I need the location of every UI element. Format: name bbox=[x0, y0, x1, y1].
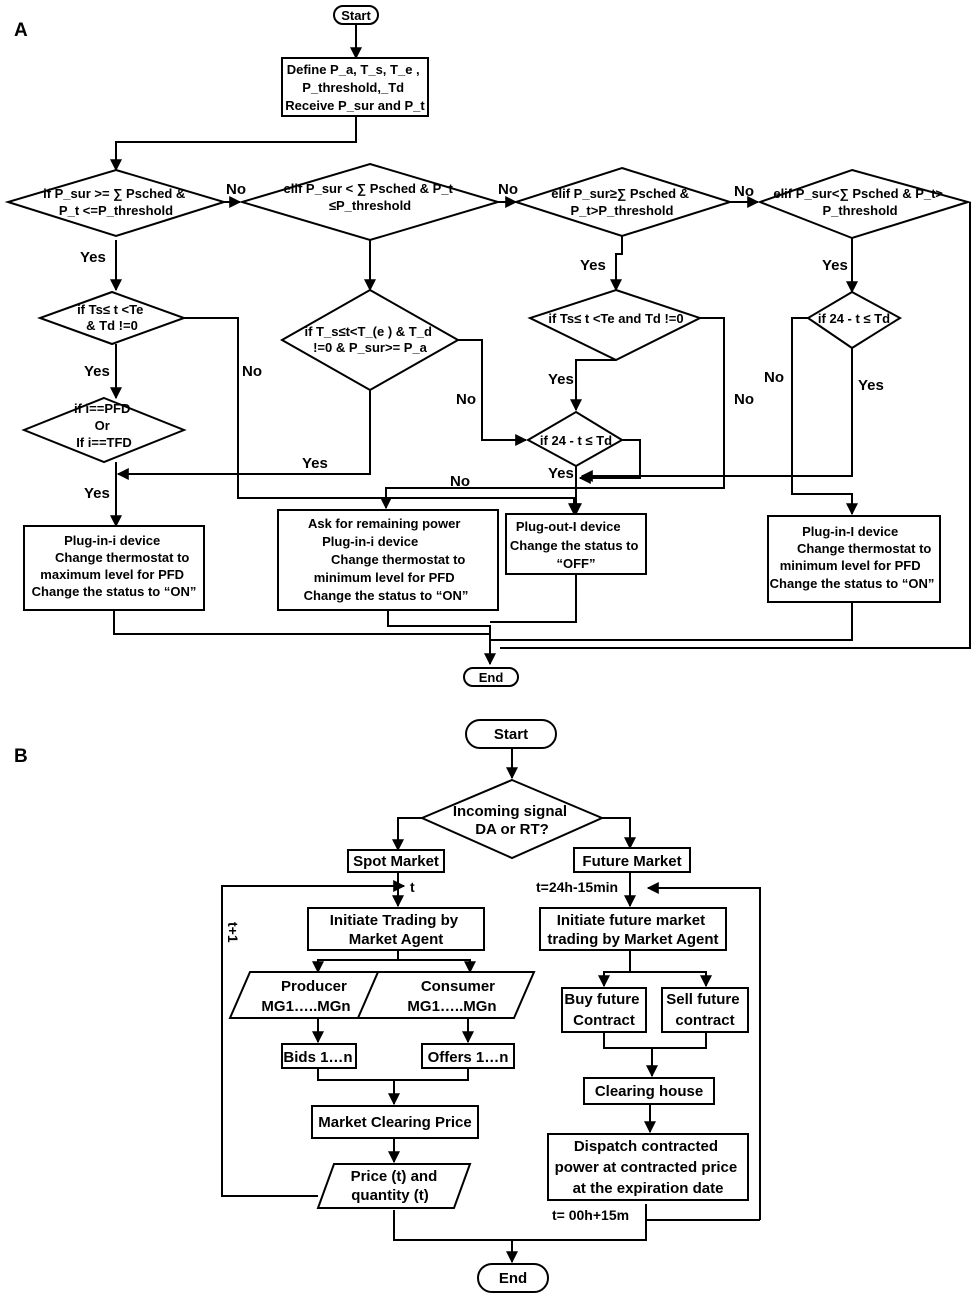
define-parameters-box bbox=[281, 57, 429, 117]
process-ask-remaining-power-text: Ask for remaining power Plug-in-i device… bbox=[304, 516, 469, 603]
process-plug-in-min bbox=[767, 515, 941, 603]
spot-market-box bbox=[347, 849, 445, 873]
process-plug-in-max-text: Plug-in-i device Change thermostat to ma… bbox=[32, 533, 197, 599]
sell-future-contract-box bbox=[661, 987, 749, 1033]
offers-box bbox=[421, 1043, 515, 1069]
decision-time-window-3 bbox=[527, 288, 703, 362]
price-quantity-output bbox=[316, 1163, 472, 1209]
decision-incoming-signal bbox=[419, 778, 605, 860]
initiate-future-trading-box bbox=[539, 907, 727, 951]
decision-deadline-3 bbox=[525, 410, 624, 468]
panel-a-label: A bbox=[14, 20, 28, 41]
producer-input-text: Producer MG1…..MGn bbox=[261, 978, 351, 1015]
b-start-terminal bbox=[465, 719, 557, 749]
panel-a: A bbox=[4, 5, 972, 687]
decision-deficit-high-price bbox=[757, 168, 972, 240]
spot-market-text: Spot Market bbox=[353, 853, 439, 870]
panel-a-edge-labels: No No No Yes Yes Yes Yes Yes Yes Yes Yes… bbox=[80, 181, 884, 502]
edge-label-yes: Yes bbox=[858, 377, 884, 394]
edge-label-yes: Yes bbox=[84, 485, 110, 502]
future-market-box bbox=[573, 847, 691, 873]
clearing-house-text: Clearing house bbox=[595, 1083, 703, 1100]
end-terminal bbox=[463, 667, 519, 687]
panel-b-label: B bbox=[14, 746, 28, 767]
edge-label-yes: Yes bbox=[302, 455, 328, 472]
decision-time-window-2-text: if T_s≤t<T_(e ) & T_d !=0 & P_sur>= P_a bbox=[304, 324, 435, 355]
dispatch-box bbox=[547, 1133, 749, 1201]
edge-label-no: No bbox=[450, 473, 470, 490]
decision-deficit-high-price-text: elif P_sur<∑ Psched & P_t> P_threshold bbox=[773, 186, 946, 218]
decision-deadline-3-text: if 24 - t ≤ Td bbox=[540, 433, 612, 448]
edge-label-no: No bbox=[456, 391, 476, 408]
price-quantity-output-text: Price (t) and quantity (t) bbox=[351, 1168, 442, 1204]
panel-b-connectors bbox=[221, 748, 761, 1264]
decision-surplus-low-price bbox=[4, 168, 228, 238]
decision-device-type-text: if i==PFD Or If i==TFD bbox=[74, 401, 134, 450]
consumer-input bbox=[356, 971, 536, 1019]
decision-time-window-2 bbox=[279, 288, 461, 392]
decision-deadline-4 bbox=[806, 290, 902, 350]
end-text: End bbox=[479, 670, 504, 685]
initiate-trading-text: Initiate Trading by Market Agent bbox=[330, 912, 463, 948]
define-parameters-text: Define P_a, T_s, T_e , P_threshold,_Td R… bbox=[285, 62, 425, 113]
bids-box bbox=[281, 1043, 357, 1069]
b-end-terminal bbox=[477, 1263, 549, 1293]
time-increment-label: t+1 bbox=[225, 922, 241, 943]
offers-text: Offers 1…n bbox=[428, 1049, 509, 1066]
start-text: Start bbox=[341, 8, 371, 23]
buy-future-contract-text: Buy future Contract bbox=[564, 991, 643, 1029]
bids-text: Bids 1…n bbox=[283, 1049, 352, 1066]
clearing-house-box bbox=[583, 1077, 715, 1105]
process-plug-in-min-text: Plug-in-I device Change thermostat to mi… bbox=[770, 524, 935, 591]
dispatch-text: Dispatch contracted power at contracted … bbox=[555, 1138, 742, 1197]
buy-future-contract-box bbox=[561, 987, 647, 1033]
decision-time-window-1 bbox=[37, 290, 187, 346]
edge-label-yes: Yes bbox=[80, 249, 106, 266]
decision-device-type bbox=[21, 396, 187, 464]
future-market-text: Future Market bbox=[582, 853, 681, 870]
edge-label-yes: Yes bbox=[822, 257, 848, 274]
process-plug-in-max bbox=[23, 525, 205, 611]
time-future-start-label: t=24h-15min bbox=[536, 879, 618, 895]
initiate-future-trading-text: Initiate future market trading by Market… bbox=[547, 912, 718, 948]
b-start-text: Start bbox=[494, 726, 528, 743]
process-plug-out-text: Plug-out-I device Change the status to “… bbox=[510, 519, 642, 571]
process-ask-remaining-power bbox=[277, 509, 499, 611]
decision-deficit-low-price-text: elif P_sur < ∑ Psched & P_t ≤P_threshold bbox=[284, 181, 457, 213]
process-plug-out bbox=[505, 513, 647, 575]
start-terminal bbox=[333, 5, 379, 25]
edge-label-no: No bbox=[242, 363, 262, 380]
sell-future-contract-text: Sell future contract bbox=[666, 991, 744, 1029]
b-end-text: End bbox=[499, 1270, 527, 1287]
edge-label-yes: Yes bbox=[548, 465, 574, 482]
edge-label-no: No bbox=[498, 181, 518, 198]
edge-label-no: No bbox=[734, 183, 754, 200]
edge-label-yes: Yes bbox=[548, 371, 574, 388]
decision-incoming-signal-text: Incoming signal DA or RT? bbox=[453, 803, 571, 838]
edge-label-yes: Yes bbox=[84, 363, 110, 380]
edge-label-yes: Yes bbox=[580, 257, 606, 274]
decision-time-window-3-text: if Ts≤ t <Te and Td !=0 bbox=[548, 311, 683, 326]
decision-surplus-high-price bbox=[512, 166, 734, 238]
decision-deficit-low-price bbox=[238, 162, 502, 242]
time-t-label: t bbox=[410, 879, 415, 895]
decision-surplus-low-price-text: if P_sur >= ∑ Psched & P_t <=P_threshold bbox=[43, 186, 189, 218]
consumer-input-text: Consumer MG1…..MGn bbox=[407, 978, 499, 1015]
edge-label-no: No bbox=[764, 369, 784, 386]
decision-time-window-1-text: if Ts≤ t <Te & Td !=0 bbox=[77, 302, 147, 333]
market-clearing-price-box bbox=[311, 1105, 479, 1139]
edge-label-no: No bbox=[226, 181, 246, 198]
decision-deadline-4-text: if 24 - t ≤ Td bbox=[818, 311, 890, 326]
market-clearing-price-text: Market Clearing Price bbox=[318, 1114, 471, 1131]
time-end-label: t= 00h+15m bbox=[552, 1207, 629, 1223]
panel-a-connectors bbox=[110, 24, 971, 666]
initiate-trading-box bbox=[307, 907, 485, 951]
edge-label-no: No bbox=[734, 391, 754, 408]
panel-b: B Start bbox=[14, 719, 761, 1293]
decision-surplus-high-price-text: elif P_sur≥∑ Psched & P_t>P_threshold bbox=[551, 186, 692, 218]
